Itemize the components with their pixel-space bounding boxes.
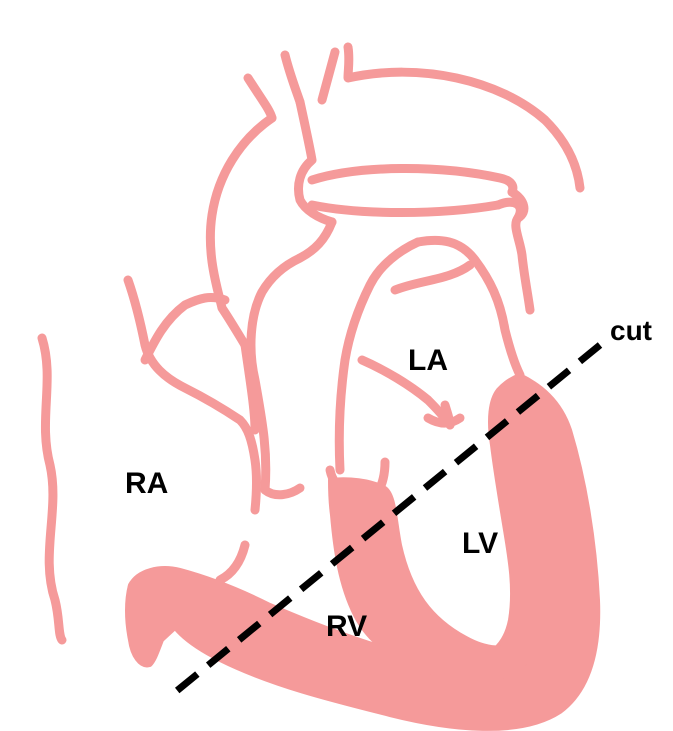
mitral-leaflet (428, 418, 460, 423)
left-atrium-outer (339, 242, 418, 470)
ra-floor (220, 545, 245, 580)
label-la: LA (408, 344, 448, 377)
ra-lower-notch (265, 488, 300, 495)
vena-cava-wall (42, 338, 62, 640)
label-cut: cut (610, 315, 652, 346)
mitral-leaflet-2 (445, 405, 450, 425)
aortic-branch-3 (322, 52, 335, 100)
pulmonary-trunk-upper (312, 168, 513, 192)
left-atrium-vein (395, 265, 470, 290)
ra-branch (145, 298, 225, 360)
label-lv: LV (462, 527, 498, 560)
aortic-branch-2 (285, 55, 300, 102)
aortic-branch-1 (248, 78, 272, 118)
label-ra: RA (125, 467, 168, 500)
superior-vena-cava (251, 222, 332, 490)
label-rv: RV (326, 610, 367, 643)
pulmonary-trunk-lower (312, 205, 498, 213)
ascending-aorta (210, 118, 272, 345)
